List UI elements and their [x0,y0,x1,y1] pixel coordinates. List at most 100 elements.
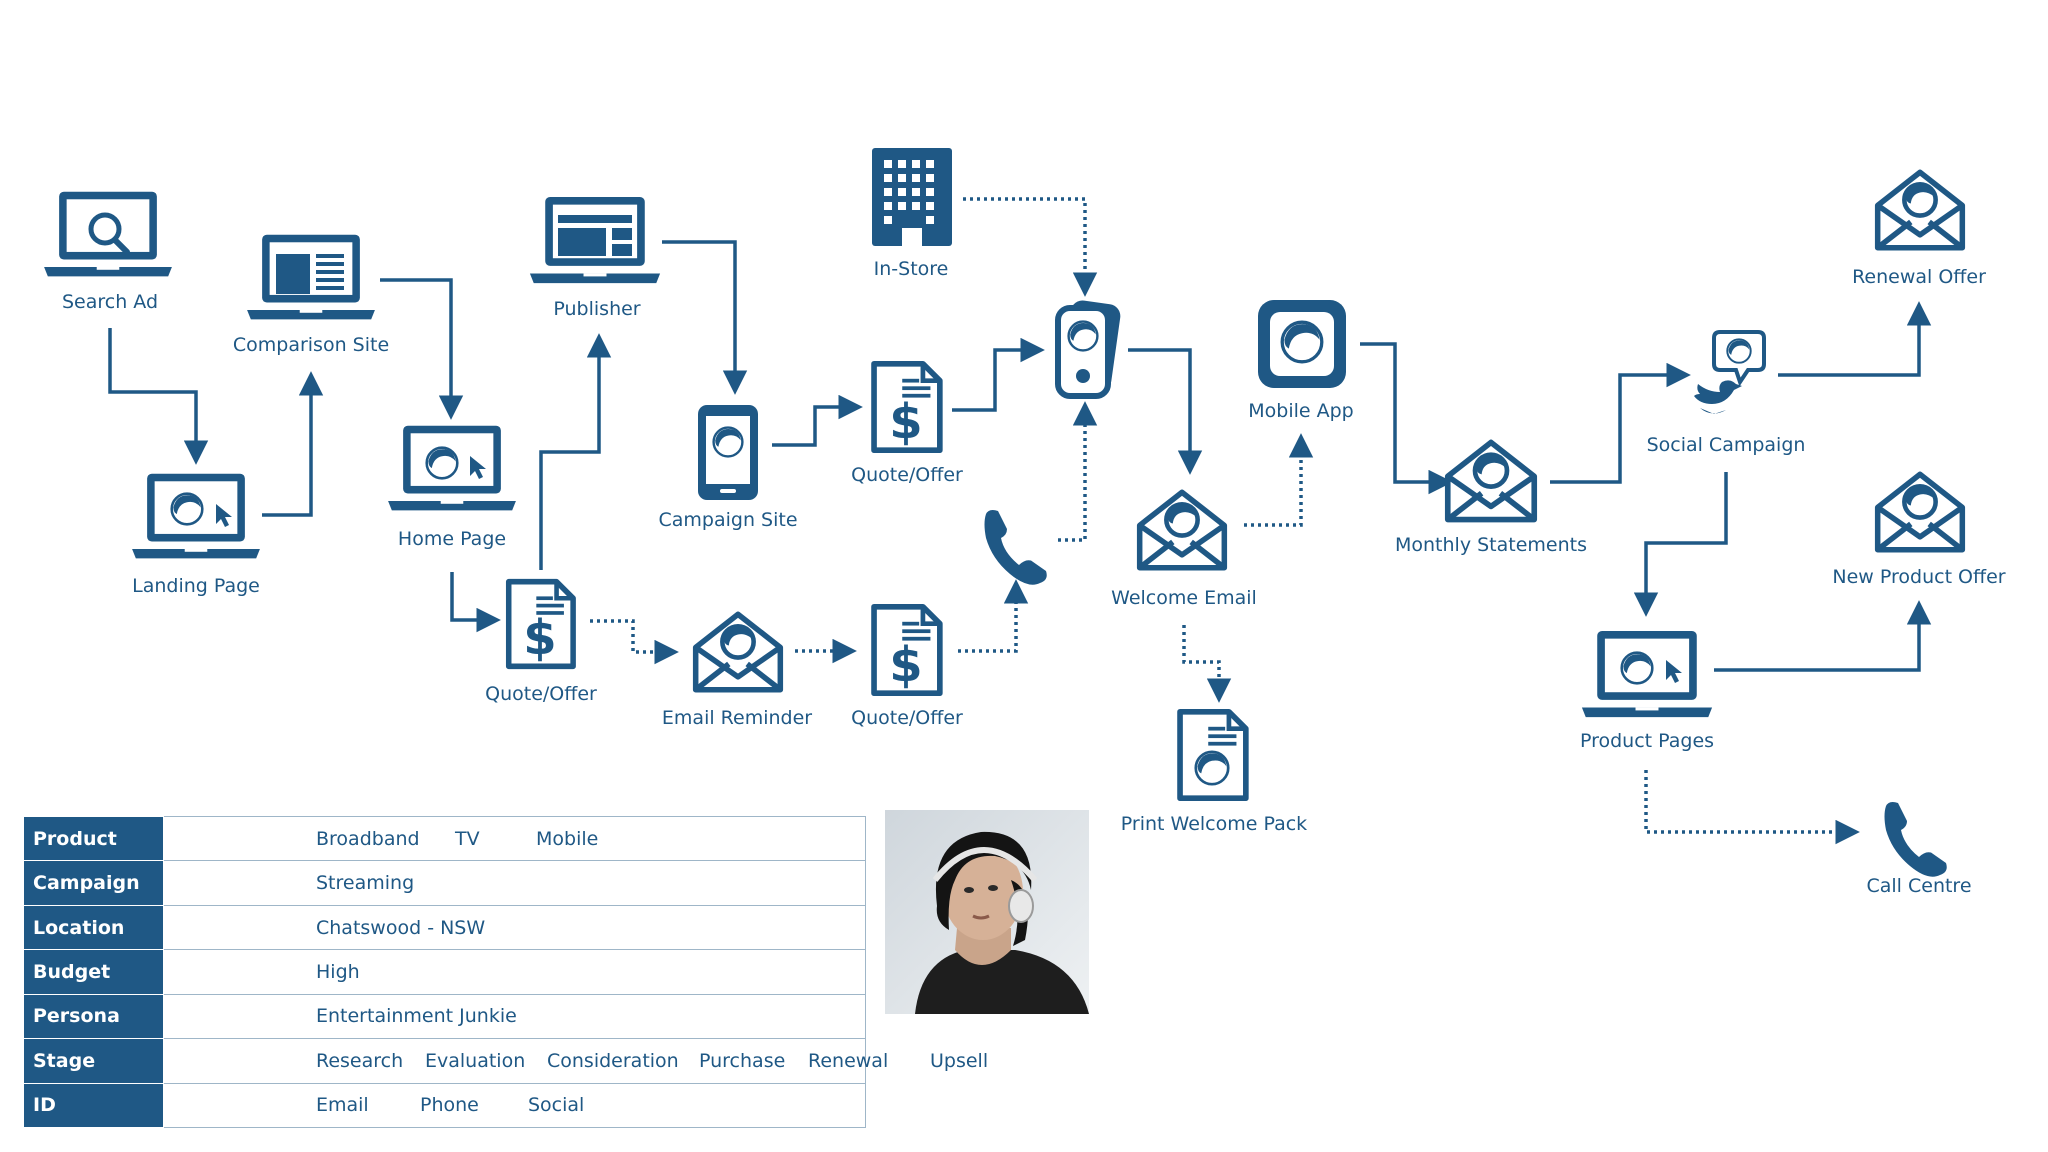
table-row: Stage Research Evaluation Consideration … [23,1038,988,1084]
connector-mobileapp-monthly [1360,342,1453,495]
connector-quote2-loyalty [952,337,1045,412]
table-row: Persona Entertainment Junkie [23,993,866,1040]
table-cell: Streaming [316,872,415,895]
laptop-user-icon [132,473,260,559]
node-label-search-ad: Search Ad [61,291,159,313]
connector-social-renewal [1778,301,1932,377]
connector-landing-comparison [262,371,324,517]
connector-welcome-printpack [1182,625,1232,703]
table-cell: Purchase [699,1049,786,1072]
phone-icon [984,510,1047,585]
node-label-mobile-app: Mobile App [1248,400,1354,422]
mobile-phone-icon [698,405,758,500]
laptop-user-icon [388,425,516,511]
table-cell: Entertainment Junkie [316,1005,517,1028]
row-header-persona: Persona [23,993,164,1040]
connector-home-quote1 [450,572,501,633]
email-user-icon [696,614,781,689]
svg-text:$: $ [889,394,922,450]
table-cell: TV [455,827,480,850]
quote-document-icon: $ [874,607,940,693]
node-label-renewal-offer: Renewal Offer [1852,266,1986,288]
persona-photo [885,810,1089,1014]
connector-welcome-mobileapp [1244,433,1314,527]
table-cell: Research [316,1049,404,1072]
node-label-quote-offer-3: Quote/Offer [851,707,963,729]
node-label-social-campaign: Social Campaign [1646,434,1806,456]
node-label-home-page: Home Page [397,528,507,550]
connector-publisher-campaign [662,240,748,395]
connector-social-productpages [1633,472,1728,617]
table-row: Product Broadband TV Mobile [23,815,866,862]
table-cell: High [316,960,360,983]
connector-monthly-social [1550,362,1691,484]
laptop-user-icon [1581,630,1713,718]
table-cell: Renewal [808,1049,889,1072]
laptop-comparison-icon [247,234,375,320]
connector-comparison-home [380,278,464,420]
phone-icon [1884,802,1947,877]
node-label-quote-offer-2: Quote/Offer [851,464,963,486]
connector-campaign-quote2 [772,394,863,447]
mobile-app-icon [1258,300,1346,388]
table-cell: Broadband [316,827,420,850]
table-row: ID Email Phone Social [23,1082,866,1129]
building-icon [872,148,952,246]
table-cell: Mobile [536,827,599,850]
social-bubble-icon [1694,330,1766,414]
email-user-icon [1448,442,1534,519]
connector-quote1-emailreminder [590,619,679,665]
connector-phone-loyalty [1058,401,1098,542]
email-user-icon [1878,474,1963,549]
table-cell: Email [316,1094,369,1117]
table-cell: Chatswood - NSW [316,916,486,939]
table-row: Campaign Streaming [23,860,866,906]
table-row: Budget High [23,949,866,995]
node-label-new-product-offer: New Product Offer [1832,566,2006,588]
connector-loyalty-welcome [1128,348,1203,475]
connector-quote3-phone [958,579,1029,653]
dotted-connectors [590,197,1860,845]
node-label-in-store: In-Store [873,258,949,280]
row-header-location: Location [23,904,164,951]
loyalty-card-icon [1055,300,1121,399]
node-label-comparison-site: Comparison Site [232,334,390,356]
quote-document-icon: $ [509,582,573,667]
table-cell: Upsell [930,1049,989,1072]
svg-text:$: $ [523,610,556,666]
table-cell: Evaluation [425,1049,526,1072]
table-row: Location Chatswood - NSW [23,904,866,951]
connector-searchad-landing [108,328,209,465]
table-cell: Consideration [547,1049,679,1072]
row-header-stage: Stage [23,1038,164,1084]
persona-attribute-table: Product Broadband TV Mobile Campaign Str… [23,815,988,1129]
connector-productpages-callcentre [1644,770,1860,845]
email-user-icon [1140,492,1225,567]
node-label-campaign-site: Campaign Site [658,509,798,531]
row-header-budget: Budget [23,949,164,995]
connector-quote1-publisher [539,333,612,570]
table-cell: Phone [420,1094,479,1117]
node-label-print-welcome-pack: Print Welcome Pack [1120,813,1308,835]
node-label-call-centre: Call Centre [1866,875,1972,897]
solid-connectors [108,240,1932,672]
node-label-monthly-statements: Monthly Statements [1395,534,1587,556]
quote-document-icon: $ [874,364,940,450]
node-label-publisher: Publisher [553,298,641,320]
connector-instore-loyalty [963,197,1098,297]
row-header-product: Product [23,815,164,862]
node-label-quote-offer-1: Quote/Offer [485,683,597,705]
table-cell: Social [528,1094,585,1117]
print-document-icon [1180,712,1246,798]
row-header-id: ID [23,1082,164,1129]
laptop-search-icon [44,191,172,277]
node-label-landing-page: Landing Page [132,575,260,597]
node-label-welcome-email: Welcome Email [1111,587,1257,609]
svg-text:$: $ [889,637,922,693]
laptop-publisher-icon [529,196,661,284]
email-user-icon [1878,172,1963,247]
row-header-campaign: Campaign [23,860,164,906]
node-label-product-pages: Product Pages [1579,730,1715,752]
